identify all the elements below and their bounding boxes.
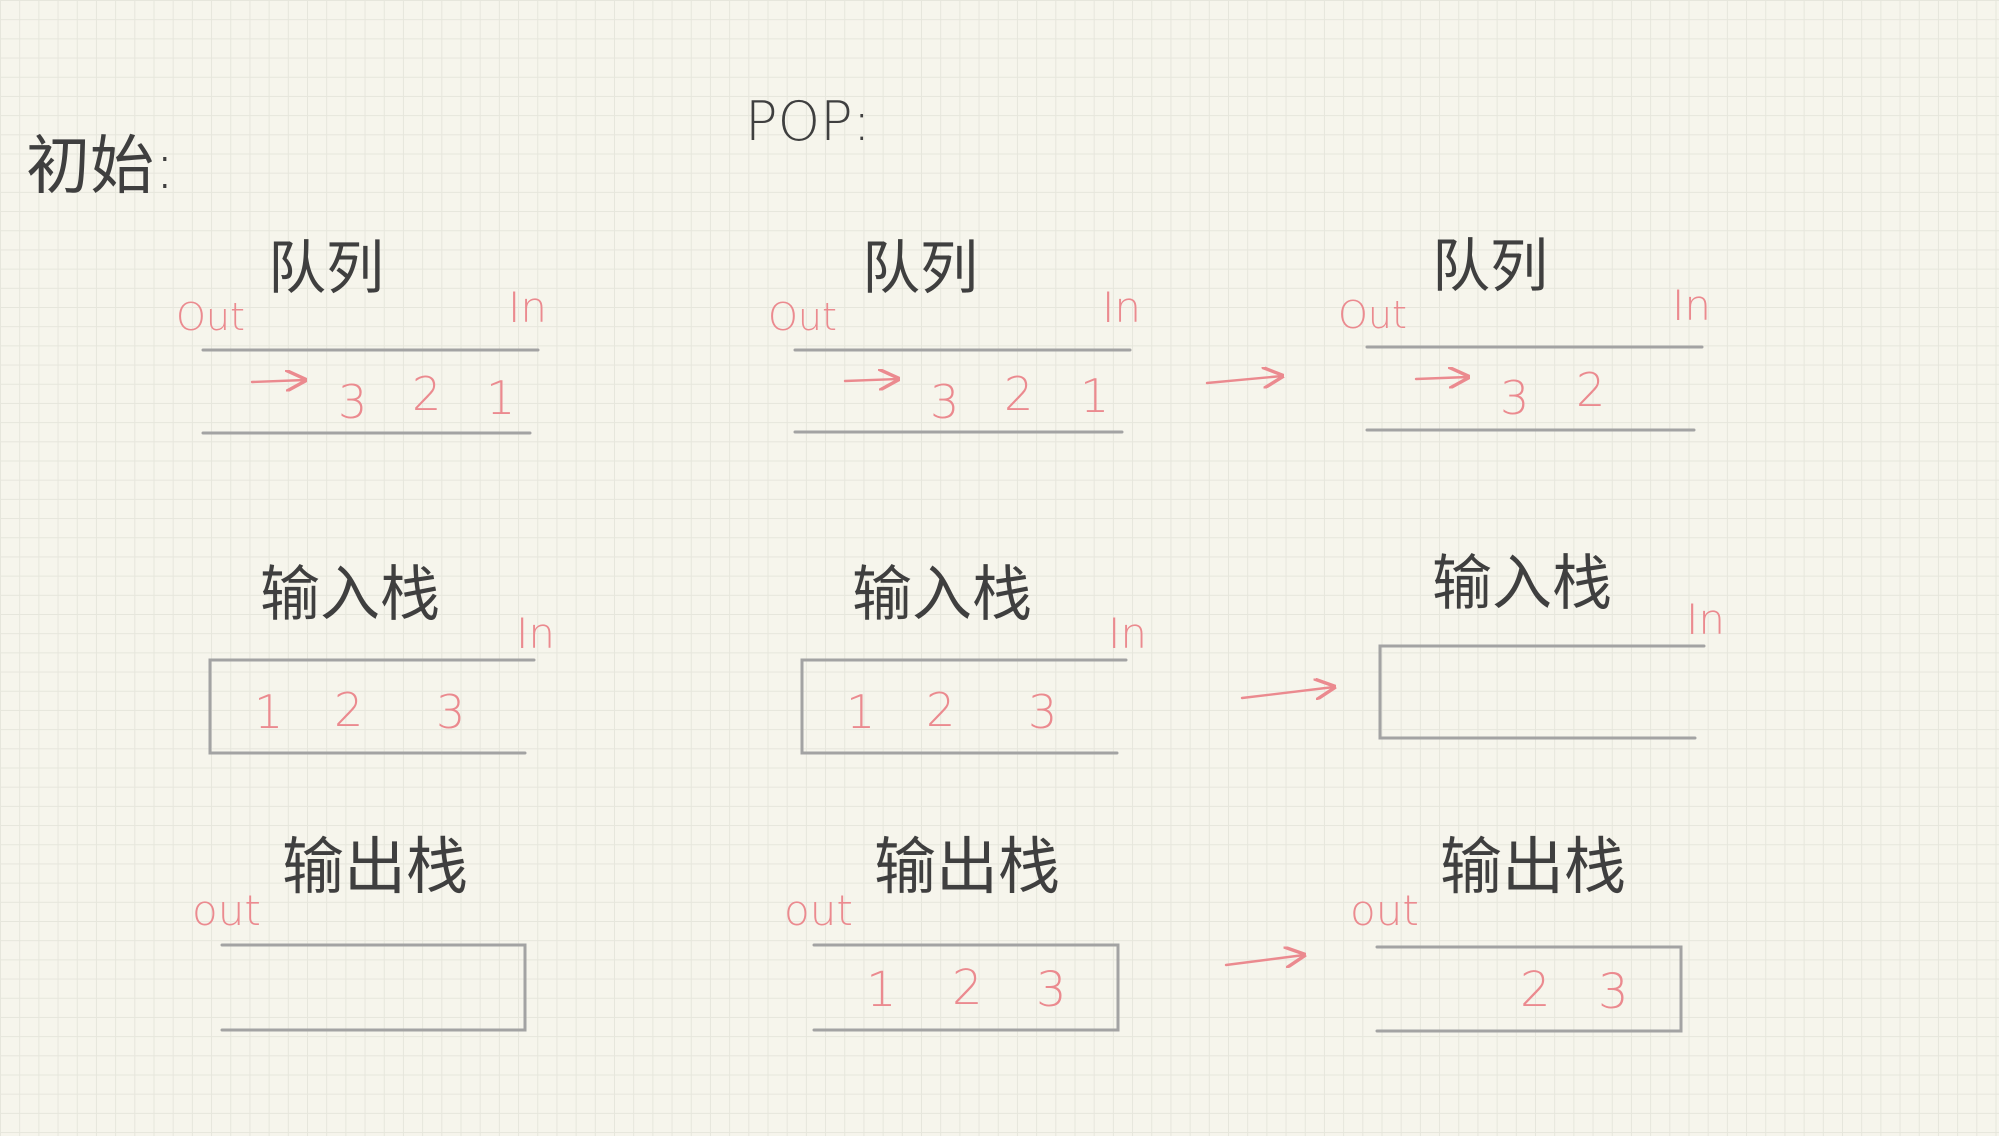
queue-value: 1 [1080, 369, 1109, 423]
output-stack-out-label: out [1350, 886, 1419, 935]
input-stack-title: 输入栈 [260, 560, 440, 630]
input-stack-diagram: 输入栈 In 1 2 3 [208, 560, 555, 755]
output-stack-diagram: 输出栈 out [192, 830, 527, 1032]
input-stack-title: 输入栈 [852, 560, 1032, 630]
input-stack-in-label: In [516, 609, 555, 658]
queue-out-label: Out [176, 295, 245, 339]
queue-out-label: Out [768, 295, 837, 339]
queue-value: 3 [338, 375, 367, 429]
column-initial: 队列 Out In 3 2 1 输入栈 In 1 2 3 输出栈 out [176, 234, 555, 1032]
input-stack-value: 1 [254, 685, 283, 739]
queue-value: 2 [412, 367, 441, 421]
column-pop-before: 队列 Out In 3 2 1 输入栈 In 1 2 3 输出栈 out 1 2… [768, 234, 1147, 1032]
output-stack-value: 2 [952, 960, 983, 1016]
queue-diagram: 队列 Out In 3 2 [1338, 232, 1711, 432]
input-stack-value: 2 [926, 683, 955, 737]
output-stack-value: 2 [1520, 962, 1551, 1018]
input-stack-value: 1 [846, 685, 875, 739]
queue-direction-arrow [250, 380, 305, 382]
queue-diagram: 队列 Out In 3 2 1 [768, 234, 1141, 434]
input-stack-box [800, 658, 1128, 755]
input-stack-diagram: 输入栈 In [1378, 549, 1725, 740]
input-stack-in-label: In [1686, 595, 1725, 644]
queue-direction-arrow [1414, 377, 1468, 379]
pop-heading: POP: [745, 90, 871, 153]
queue-value: 3 [930, 375, 959, 429]
output-stack-diagram: 输出栈 out 1 2 3 [784, 830, 1120, 1032]
queue-in-label: In [1672, 281, 1711, 330]
transition-arrow-input-stack [1240, 687, 1334, 698]
output-stack-box [1375, 945, 1683, 1033]
transition-arrow-output-stack [1224, 955, 1304, 965]
queue-title: 队列 [268, 234, 384, 302]
queue-value: 2 [1576, 363, 1605, 417]
output-stack-value: 1 [866, 962, 897, 1018]
output-stack-diagram: 输出栈 out 2 3 [1350, 830, 1683, 1033]
queue-out-label: Out [1338, 293, 1407, 337]
output-stack-value: 3 [1598, 964, 1629, 1020]
column-pop-after: 队列 Out In 3 2 输入栈 In 输出栈 out 2 3 [1338, 232, 1725, 1033]
output-stack-box [220, 943, 527, 1032]
output-stack-value: 3 [1036, 962, 1067, 1018]
queue-in-label: In [508, 283, 547, 332]
queue-direction-arrow [843, 379, 898, 381]
output-stack-title: 输出栈 [1440, 830, 1626, 903]
output-stack-out-label: out [192, 886, 261, 935]
queue-title: 队列 [862, 234, 978, 302]
initial-heading: 初始: [26, 130, 176, 204]
output-stack-out-label: out [784, 886, 853, 935]
input-stack-value: 2 [334, 683, 363, 737]
input-stack-value: 3 [1028, 685, 1057, 739]
output-stack-title: 输出栈 [282, 830, 468, 903]
input-stack-title: 输入栈 [1432, 549, 1612, 619]
output-stack-title: 输出栈 [874, 830, 1060, 903]
queue-value: 3 [1500, 371, 1529, 425]
output-stack-box [812, 943, 1120, 1032]
queue-in-label: In [1102, 283, 1141, 332]
input-stack-value: 3 [436, 685, 465, 739]
input-stack-box [208, 658, 536, 755]
queue-diagram: 队列 Out In 3 2 1 [176, 234, 547, 435]
queue-value: 1 [486, 371, 515, 425]
queue-title: 队列 [1432, 232, 1548, 300]
input-stack-box [1378, 644, 1706, 740]
input-stack-in-label: In [1108, 609, 1147, 658]
queue-value: 2 [1004, 367, 1033, 421]
transition-arrow-queue [1205, 376, 1282, 383]
input-stack-diagram: 输入栈 In 1 2 3 [800, 560, 1147, 755]
